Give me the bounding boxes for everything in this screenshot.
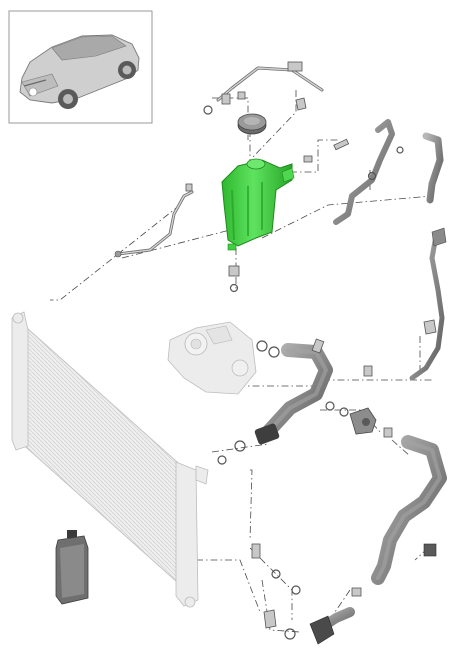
- thermostat-housing[interactable]: [349, 407, 393, 438]
- water-pump[interactable]: [167, 321, 257, 395]
- coolant-bottle[interactable]: [55, 530, 89, 605]
- lower-coolant-hose[interactable]: [251, 435, 447, 645]
- car-icon: [19, 34, 140, 109]
- vent-line[interactable]: [114, 190, 194, 258]
- expansion-tank-cap[interactable]: [237, 113, 267, 135]
- right-coolant-pipe[interactable]: [333, 119, 447, 381]
- coolant-expansion-tank[interactable]: [221, 158, 295, 251]
- vehicle-thumbnail[interactable]: [8, 10, 153, 124]
- radiator[interactable]: [11, 311, 209, 608]
- bleeder-line[interactable]: [203, 61, 324, 115]
- upper-coolant-hose[interactable]: [217, 338, 349, 465]
- tank-mounting-parts: [185, 155, 313, 293]
